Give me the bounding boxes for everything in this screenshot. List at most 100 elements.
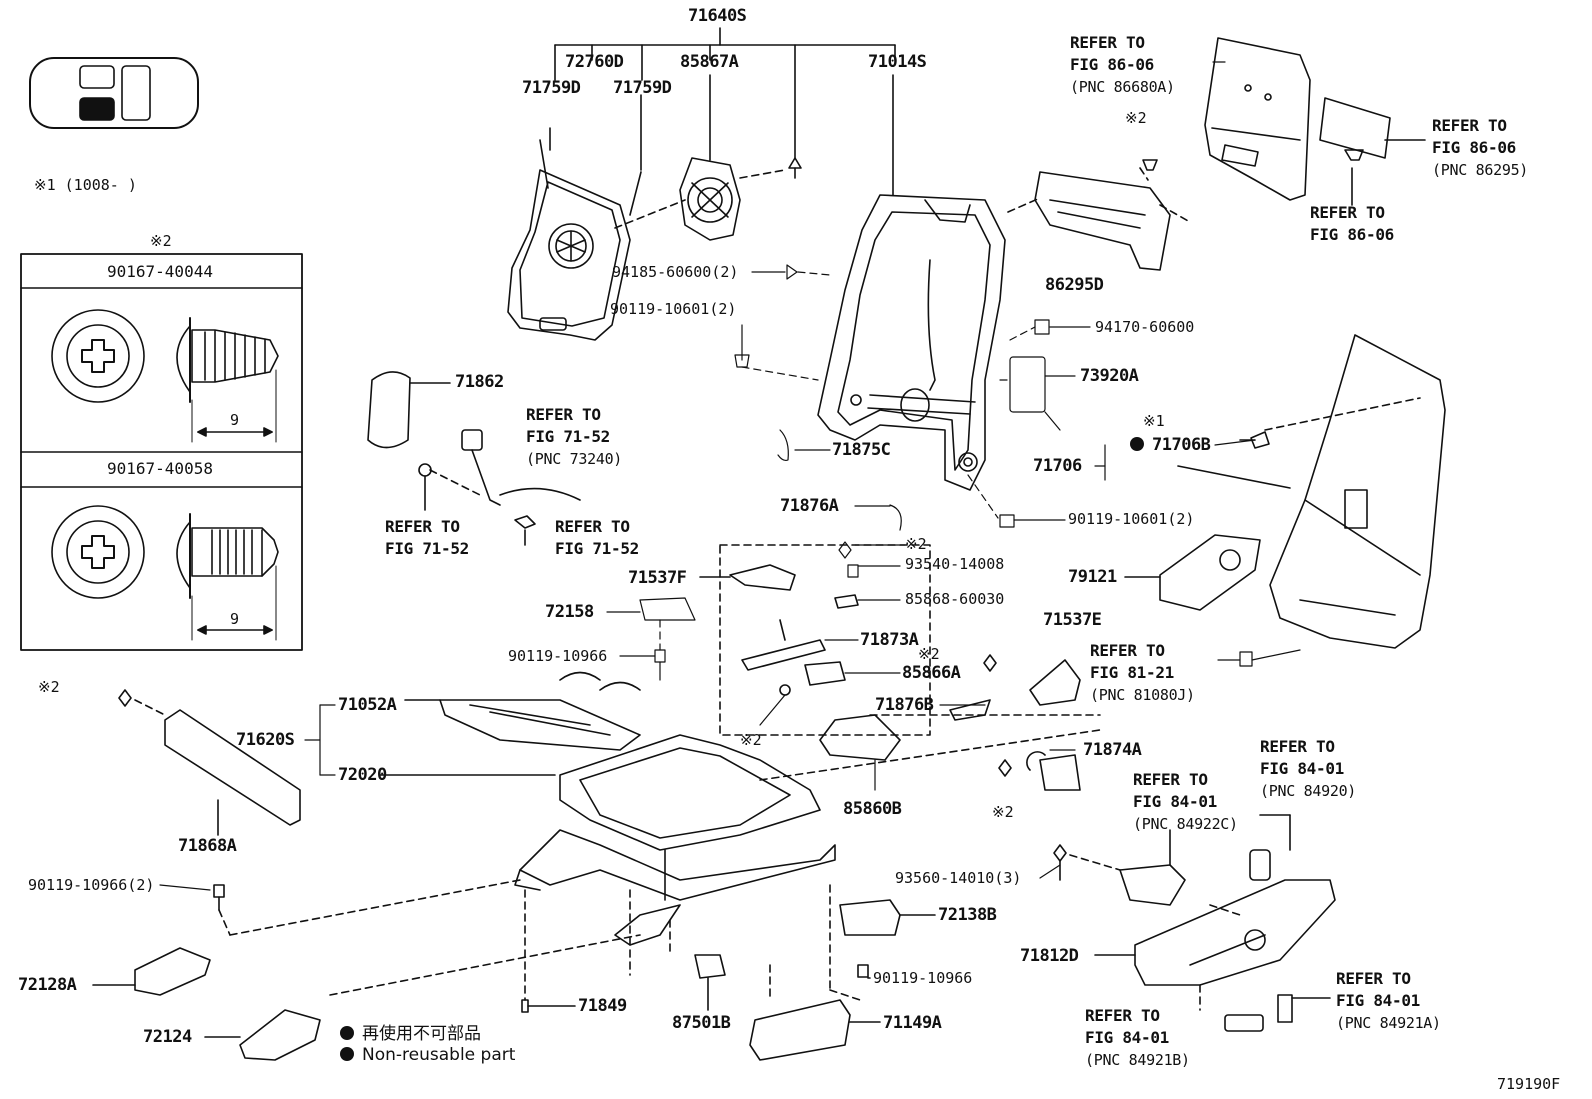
label-71759d-right: 71759D: [613, 78, 672, 98]
refer-line: REFER TO: [1070, 33, 1145, 52]
label-94185-60600: 94185-60600(2): [612, 263, 739, 281]
label-85867a: 85867A: [680, 52, 739, 72]
label-71876b: 71876B: [875, 695, 934, 715]
refer-86295: REFER TO FIG 86-06 (PNC 86295): [1432, 115, 1528, 181]
mark-note1: ※1: [1143, 412, 1165, 430]
refer-line: FIG 81-21: [1090, 663, 1174, 682]
label-71706: 71706: [1033, 456, 1082, 476]
refer-pnc: (PNC 81080J): [1090, 686, 1195, 704]
clip-part-90167-40044: 90167-40044: [107, 262, 213, 281]
refer-86-06: REFER TO FIG 86-06: [1310, 202, 1394, 246]
refer-line: FIG 86-06: [1432, 138, 1516, 157]
group-71640s-bracket: [554, 27, 896, 159]
label-72128a: 72128A: [18, 975, 77, 995]
side-trim-71868a: [118, 689, 301, 836]
refer-line: FIG 86-06: [1310, 225, 1394, 244]
speaker: [614, 74, 802, 241]
legend-en: Non-reusable part: [340, 1045, 515, 1065]
clip-detail-box: [20, 253, 303, 651]
label-90119-10601-upper: 90119-10601(2): [610, 300, 737, 318]
label-71706b-text: 71706B: [1152, 435, 1211, 455]
label-85860b: 85860B: [843, 799, 902, 819]
label-72158: 72158: [545, 602, 594, 622]
legend-jp-text: 再使用不可部品: [362, 1024, 481, 1044]
mark-note2: ※2: [1125, 109, 1147, 127]
label-71640s: 71640S: [688, 6, 747, 26]
label-71862: 71862: [455, 372, 504, 392]
refer-line: REFER TO: [1133, 770, 1208, 789]
refer-line: FIG 71-52: [385, 539, 469, 558]
back-cover-86295d: [1007, 159, 1191, 271]
refer-line: REFER TO: [385, 517, 460, 536]
legend-jp: 再使用不可部品: [340, 1019, 481, 1044]
refer-pnc: (PNC 84921A): [1336, 1014, 1441, 1032]
label-71149a: 71149A: [883, 1013, 942, 1033]
mark-note2: ※2: [992, 803, 1014, 821]
clip-dimension: 9: [230, 610, 240, 628]
label-71876a: 71876A: [780, 496, 839, 516]
label-71812d: 71812D: [1020, 946, 1079, 966]
cushion-spring: [404, 671, 641, 751]
seat-cushion-frame: [379, 734, 836, 946]
label-90119-10966-left: 90119-10966(2): [28, 876, 155, 894]
label-71875c: 71875C: [832, 440, 891, 460]
label-71873a: 71873A: [860, 630, 919, 650]
leader-lines: [159, 61, 1301, 891]
refer-73240: REFER TO FIG 71-52 (PNC 73240): [526, 404, 622, 470]
upper-right-panel: [1204, 37, 1426, 206]
legend-dot: [340, 1026, 354, 1040]
label-71874a: 71874A: [1083, 740, 1142, 760]
refer-71-52-left: REFER TO FIG 71-52: [385, 516, 469, 560]
legend-dot: [340, 1047, 354, 1061]
label-71620s: 71620S: [236, 730, 295, 750]
label-90119-10966-upper: 90119-10966: [508, 647, 608, 665]
label-71706b: 71706B: [1130, 435, 1211, 455]
refer-pnc: (PNC 84921B): [1085, 1051, 1190, 1069]
label-72138b: 72138B: [938, 905, 997, 925]
label-79121: 79121: [1068, 567, 1117, 587]
refer-line: FIG 71-52: [555, 539, 639, 558]
label-85866a: 85866A: [902, 663, 961, 683]
label-94170-60600: 94170-60600: [1095, 318, 1195, 336]
refer-line: FIG 84-01: [1336, 991, 1420, 1010]
refer-71-52-right: REFER TO FIG 71-52: [555, 516, 639, 560]
refer-line: REFER TO: [1085, 1006, 1160, 1025]
label-71052a: 71052A: [338, 695, 397, 715]
clip-part-90167-40058: 90167-40058: [107, 459, 213, 478]
refer-line: REFER TO: [1260, 737, 1335, 756]
panel-79121: [1124, 534, 1261, 611]
refer-pnc: (PNC 84922C): [1133, 815, 1238, 833]
label-72124: 72124: [143, 1027, 192, 1047]
refer-line: REFER TO: [526, 405, 601, 424]
clip-box-header: ※2: [150, 232, 172, 250]
back-board: [507, 94, 642, 341]
refer-line: FIG 71-52: [526, 427, 610, 446]
legend-en-text: Non-reusable part: [362, 1045, 516, 1065]
seatback-frame: [817, 74, 1006, 491]
label-71014s: 71014S: [868, 52, 927, 72]
refer-84921a: REFER TO FIG 84-01 (PNC 84921A): [1336, 968, 1441, 1034]
mark-note2: ※2: [38, 678, 60, 696]
refer-line: REFER TO: [1432, 116, 1507, 135]
seatback-board: [1177, 334, 1446, 649]
refer-86680a: REFER TO FIG 86-06 (PNC 86680A): [1070, 32, 1175, 98]
label-73920a: 73920A: [1080, 366, 1139, 386]
note-1-range: ※1 (1008- ): [34, 176, 137, 194]
refer-84920: REFER TO FIG 84-01 (PNC 84920): [1260, 736, 1356, 802]
refer-line: REFER TO: [1336, 969, 1411, 988]
mechanism-parts: [699, 544, 1101, 791]
refer-line: FIG 84-01: [1133, 792, 1217, 811]
label-71849: 71849: [578, 996, 627, 1016]
label-87501b: 87501B: [672, 1013, 731, 1033]
refer-line: FIG 86-06: [1070, 55, 1154, 74]
label-71868a: 71868A: [178, 836, 237, 856]
non-reusable-dot: [1130, 437, 1144, 451]
seat-position-icon: [29, 57, 199, 129]
label-93540-14008: 93540-14008: [905, 555, 1005, 573]
refer-84922c: REFER TO FIG 84-01 (PNC 84922C): [1133, 769, 1238, 835]
mark-note2: ※2: [918, 645, 940, 663]
label-90119-10966-lower: 90119-10966: [873, 969, 973, 987]
clip-dimension: 9: [230, 411, 240, 429]
